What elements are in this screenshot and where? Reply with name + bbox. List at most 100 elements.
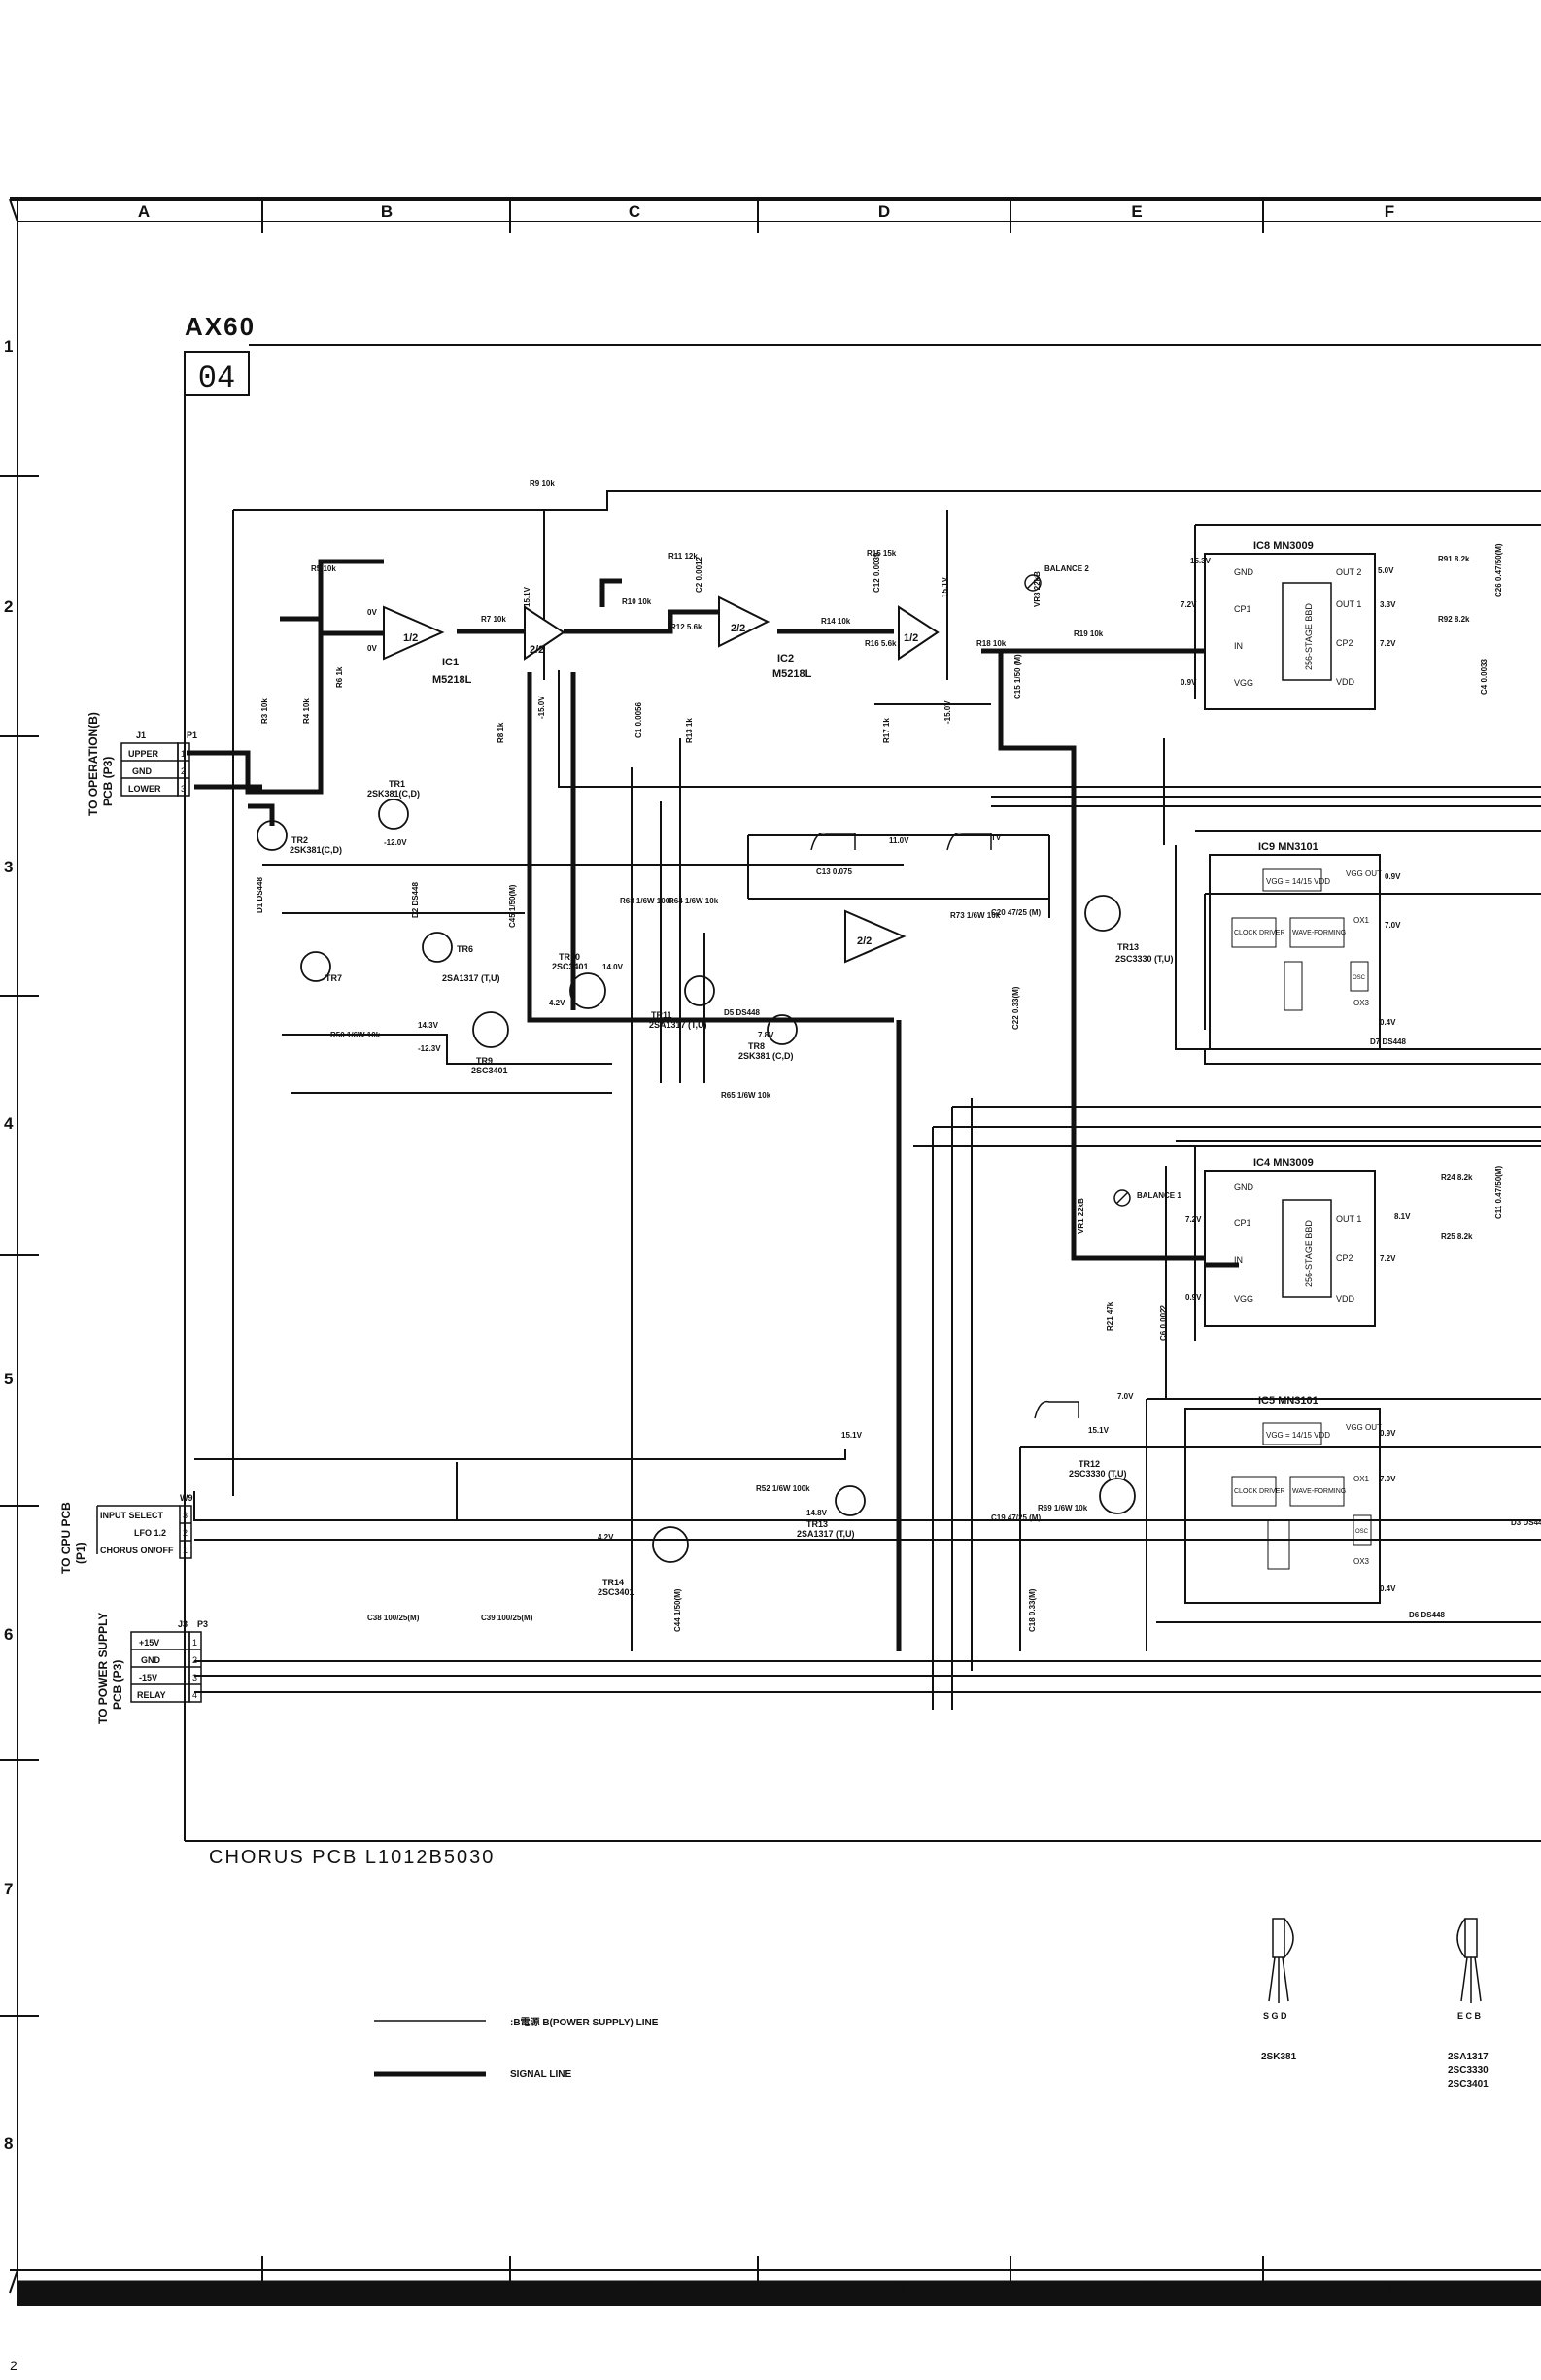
voltage: 0V (367, 608, 377, 617)
voltage: -15.0V (537, 696, 546, 719)
cap-label: C22 0.33(M) (1011, 986, 1020, 1030)
bbd-pin: IN (1234, 641, 1243, 651)
balance1-label: BALANCE 1 (1137, 1191, 1181, 1200)
tv-label: TV (991, 833, 1002, 842)
resistor-label: R18 10k (976, 639, 1007, 648)
ic-labels: IC1 1/2 M5218L 2/2 IC2 2/2 M5218L 1/2 2/… (403, 623, 918, 947)
cap-label: C18 0.33(M) (1028, 1588, 1037, 1632)
col-label: A (145, 2286, 156, 2304)
diode-labels: D1 DS448 D2 DS448 D3 DS448 D5 DS448 D6 D… (256, 877, 1541, 1619)
balance-trimmers: BALANCE 2 BALANCE 1 (1024, 564, 1181, 1207)
bbd-core: 256-STAGE BBD (1304, 603, 1314, 670)
voltage: 15.1V (941, 576, 949, 597)
col-label: C (629, 202, 640, 221)
cap-label: C4 0.0033 (1480, 659, 1489, 695)
ic-unit: 1/2 (403, 632, 418, 644)
cap-label: C15 1/50 (M) (1013, 654, 1022, 699)
resistor-label: R63 1/6W 100k (620, 897, 674, 905)
resistor-label: R9 10k (530, 479, 555, 488)
row-labels: 1 2 3 4 5 6 7 8 (4, 337, 14, 2153)
package-part: 2SK381 (1261, 2052, 1297, 2062)
power-lines (193, 490, 1541, 1710)
trimmer-balance2 (1024, 574, 1042, 592)
row-label: 6 (4, 1625, 13, 1644)
cap-label: C44 1/50(M) (673, 1588, 682, 1632)
bbd-pin: GND (1234, 1182, 1254, 1192)
bbd-pin: VGG (1234, 678, 1253, 688)
voltage: 0.9V (1181, 678, 1197, 687)
clock-pin: OX1 (1353, 1475, 1370, 1483)
tr-part: 2SK381 (C,D) (738, 1051, 794, 1061)
cap-label: C1 0.0056 (634, 702, 643, 738)
package-part: 2SC3330 (1448, 2065, 1489, 2076)
col-label: D (878, 202, 890, 221)
cap-label: C6 0.0022 (1159, 1305, 1168, 1341)
col-label: F (1385, 202, 1394, 221)
waveform-sketches: TV (810, 832, 1079, 1419)
page-code: 04 (198, 360, 235, 396)
voltage: 4.2V (598, 1533, 614, 1542)
bbd-title: IC8 MN3009 (1253, 540, 1314, 552)
resistor-label: R13 1k (685, 718, 694, 743)
resistor-label: R14 10k (821, 617, 851, 626)
bbd-core: 256-STAGE BBD (1304, 1220, 1314, 1287)
row-label: 3 (4, 858, 13, 876)
tr-part: 2SC3330 (T,U) (1069, 1469, 1127, 1479)
voltage: 0.9V (1380, 1429, 1396, 1438)
ic-part: M5218L (772, 668, 812, 680)
resistor-label: R25 8.2k (1441, 1232, 1473, 1241)
resistor-label: R5 10k (311, 564, 336, 573)
tr-part: 2SC3330 (T,U) (1115, 954, 1174, 964)
pin-num: 1 (181, 749, 186, 759)
voltage: 15.1V (841, 1431, 863, 1440)
voltage: 7.2V (1380, 1254, 1396, 1263)
column-labels-bottom: A B C D E F (145, 2278, 1400, 2304)
tr-ref: TR9 (476, 1056, 493, 1066)
resistor-label: R19 10k (1074, 629, 1104, 638)
resistor-label: R10 10k (622, 597, 652, 606)
resistor-label: R64 1/6W 10k (668, 897, 719, 905)
resistor-label: R21 47k (1106, 1301, 1114, 1331)
model-title: AX60 (185, 312, 256, 341)
bbd-pin: CP1 (1234, 604, 1251, 614)
pin-num: 2 (192, 1655, 197, 1665)
voltage: -15.0V (943, 700, 952, 724)
connector-w9: TO CPU PCB (P1) W9 INPUT SELECT LFO 1.2 … (59, 1493, 193, 1574)
opamp-ic3b (844, 909, 907, 964)
row-label: 1 (4, 337, 13, 356)
voltage: 0V (367, 644, 377, 653)
clock-title: IC5 MN3101 (1258, 1395, 1318, 1407)
voltage: 15.1V (1088, 1426, 1110, 1435)
package-part: 2SA1317 (1448, 2052, 1489, 2062)
row-label: 4 (4, 1114, 14, 1133)
capacitor-labels: C1 0.0056 C2 0.0012 C4 0.0033 C6 0.0022 … (367, 543, 1503, 1632)
opamp-ic2a (718, 595, 770, 648)
jack-ref: W9 (180, 1493, 193, 1503)
bbd-pin: CP2 (1336, 638, 1353, 648)
pin-name: UPPER (128, 749, 159, 759)
col-label: D (894, 2280, 906, 2298)
cap-label: C26 0.47/50(M) (1494, 543, 1503, 597)
connector-label: TO CPU PCB (59, 1502, 73, 1574)
resistor-label: R73 1/6W 10k (950, 911, 1001, 920)
clock-pin: VGG OUT (1346, 1423, 1382, 1432)
bbd-pin: OUT 1 (1336, 599, 1361, 609)
tr-part: 2SA1317 (T,U) (649, 1020, 707, 1030)
voltage: 14.3V (418, 1021, 439, 1030)
col-label: A (138, 202, 150, 221)
tr-ref: TR10 (559, 952, 580, 962)
tr-ref: TR8 (748, 1041, 765, 1051)
pin-num: 3 (192, 1673, 197, 1683)
diode-label: D7 DS448 (1370, 1037, 1406, 1046)
clock-ic9: IC9 MN3101 VGG = 14/15 VDD CLOCK DRIVER … (1209, 841, 1382, 1050)
voltage: -12.3V (418, 1044, 441, 1053)
board-label: CHORUS PCB L1012B5030 (209, 1847, 495, 1868)
cap-label: C19 47/25 (M) (991, 1513, 1041, 1522)
transistor-tr10 (569, 972, 606, 1009)
bbd-pin: GND (1234, 567, 1254, 577)
transistor-tr1 (378, 799, 409, 830)
voltage: 7.8V (758, 1031, 774, 1039)
pin-num: 3 (183, 1511, 188, 1520)
connector-label: PCB (P3) (101, 757, 115, 806)
tr-part: 2SC3401 (552, 962, 589, 971)
